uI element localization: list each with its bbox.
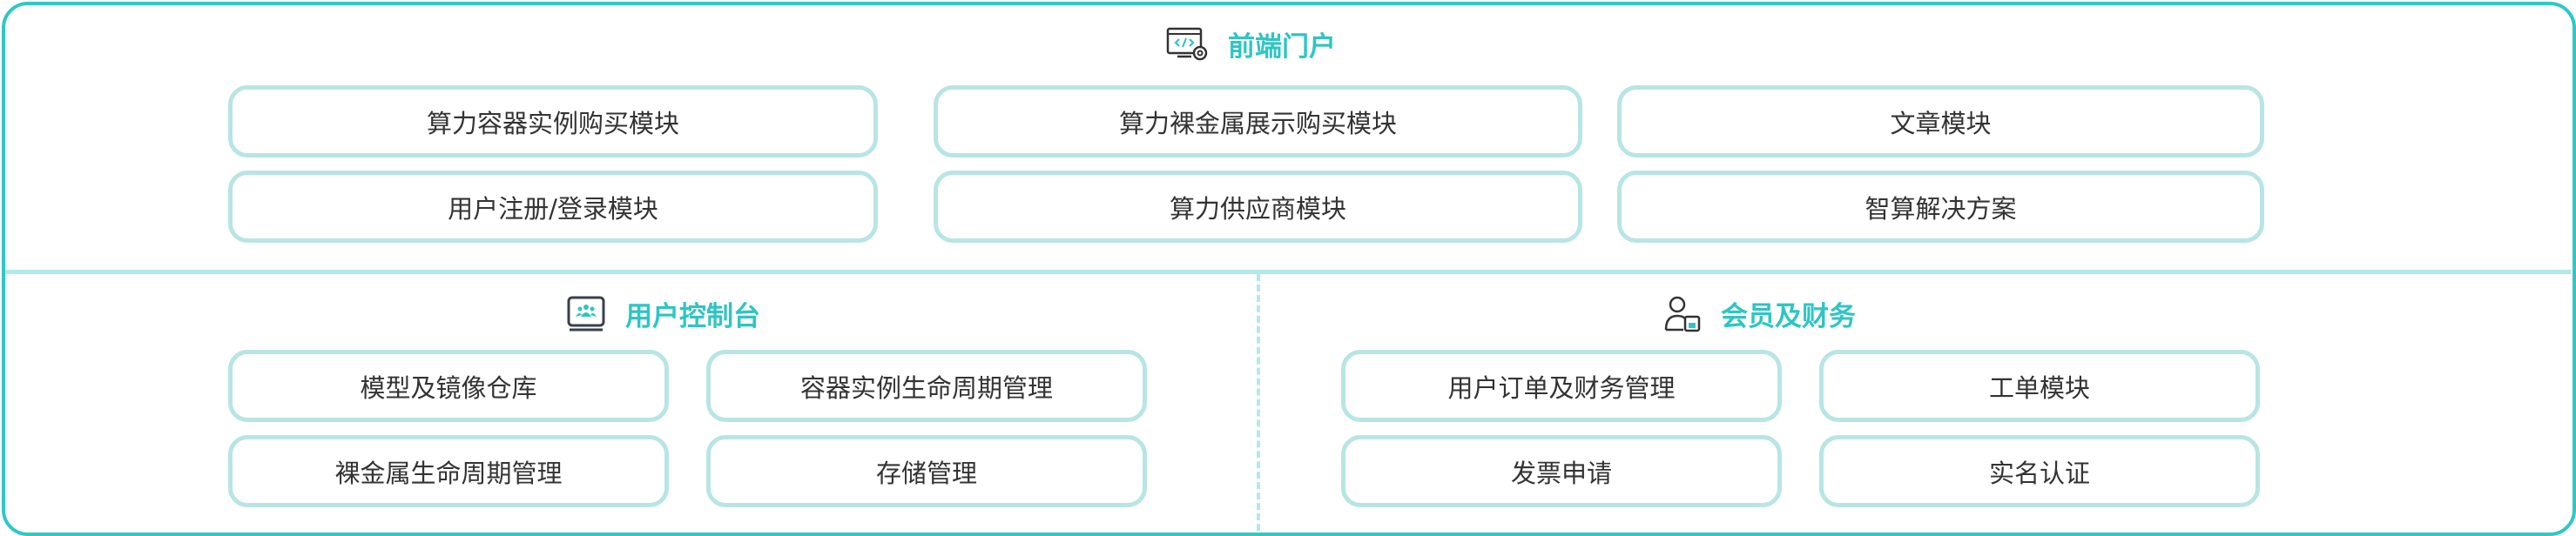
module-box: 用户订单及财务管理 xyxy=(1341,350,1782,422)
section-title-text: 用户控制台 xyxy=(625,301,760,332)
user-document-icon xyxy=(1664,296,1701,332)
module-box: 发票申请 xyxy=(1341,435,1782,507)
monitor-code-gear-icon xyxy=(1166,27,1208,60)
module-box: 算力供应商模块 xyxy=(934,171,1582,243)
vertical-dashed-divider xyxy=(1257,274,1260,531)
section-title-frontend: 前端门户 xyxy=(1165,24,1336,64)
module-box: 智算解决方案 xyxy=(1617,171,2264,243)
section-title-console: 用户控制台 xyxy=(566,294,760,333)
module-box: 模型及镜像仓库 xyxy=(228,350,669,422)
module-box: 存储管理 xyxy=(706,435,1147,507)
module-box: 用户注册/登录模块 xyxy=(228,171,878,243)
module-box: 实名认证 xyxy=(1819,435,2260,507)
module-box: 裸金属生命周期管理 xyxy=(228,435,669,507)
module-box: 工单模块 xyxy=(1819,350,2260,422)
section-title-text: 前端门户 xyxy=(1228,31,1336,63)
section-title-member: 会员及财务 xyxy=(1663,294,1856,333)
horizontal-divider xyxy=(5,270,2571,274)
module-box: 容器实例生命周期管理 xyxy=(706,350,1147,422)
module-box: 文章模块 xyxy=(1617,85,2264,157)
module-box: 算力容器实例购买模块 xyxy=(228,85,878,157)
monitor-users-icon xyxy=(567,296,605,331)
module-box: 算力裸金属展示购买模块 xyxy=(934,85,1582,157)
section-title-text: 会员及财务 xyxy=(1721,301,1856,332)
